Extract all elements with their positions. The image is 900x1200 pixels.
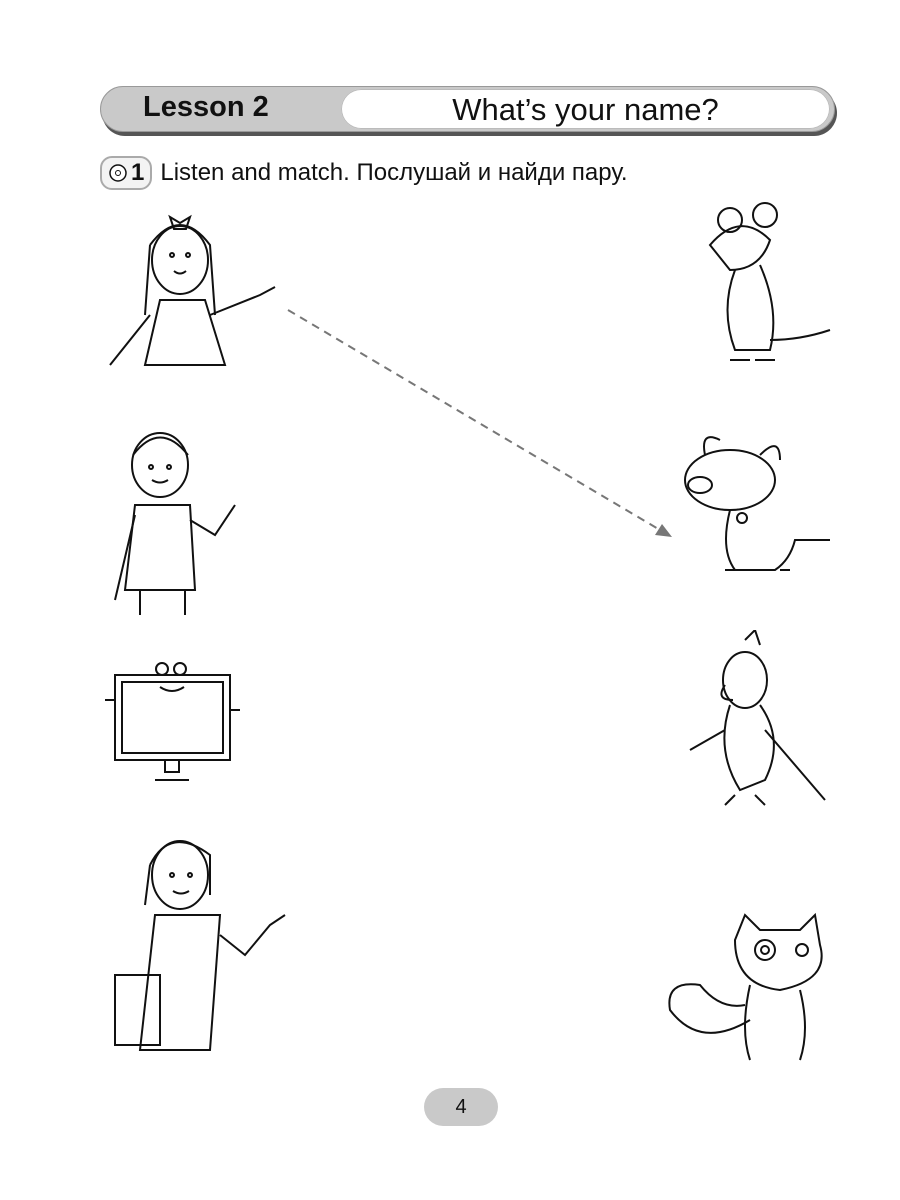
picture-parrot[interactable]	[685, 630, 835, 810]
picture-cat[interactable]	[660, 910, 830, 1070]
task-heading: 1 Listen and match. Послушай и найди пар…	[100, 156, 628, 190]
task-instruction: Listen and match. Послушай и найди пару.	[160, 159, 628, 186]
page-number: 4	[424, 1088, 498, 1126]
picture-mouse[interactable]	[690, 200, 840, 370]
picture-girl[interactable]	[100, 205, 290, 385]
cd-audio-icon	[109, 164, 127, 182]
lesson-title: What’s your name?	[452, 92, 719, 127]
lesson-label: Lesson 2	[143, 91, 269, 123]
picture-boy[interactable]	[105, 425, 255, 615]
picture-dog[interactable]	[680, 420, 840, 580]
task-number: 1	[131, 159, 145, 186]
title-pill: What’s your name?	[341, 89, 830, 129]
picture-monitor-character[interactable]	[100, 655, 250, 785]
task-number-badge: 1	[100, 156, 153, 190]
picture-teacher[interactable]	[110, 825, 300, 1055]
lesson-header: Lesson 2 What’s your name?	[100, 86, 835, 132]
